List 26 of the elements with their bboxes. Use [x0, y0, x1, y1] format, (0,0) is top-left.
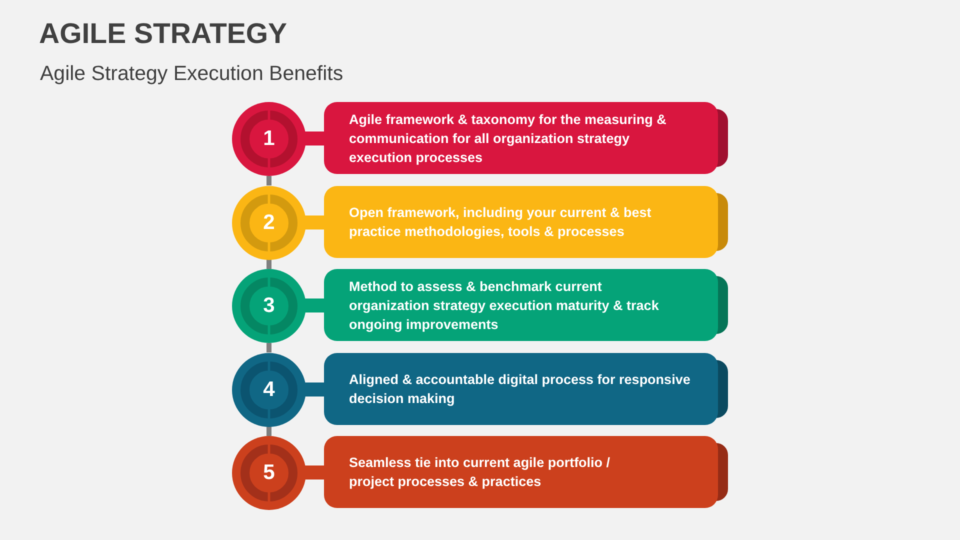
- connector-line: [266, 260, 272, 269]
- step-number: 3: [263, 294, 275, 318]
- number-circle: [232, 352, 306, 426]
- connector-line: [266, 176, 272, 186]
- benefit-text: Method to assess & benchmark current organization strategy execution maturity & track ongoing improvements: [349, 278, 660, 334]
- step-number: 2: [263, 210, 275, 234]
- benefit-text: Agile framework & taxonomy for the measuring & communication for all organization strategy execution processes: [349, 110, 668, 166]
- step-banner: [304, 269, 728, 341]
- number-circle: [232, 186, 306, 260]
- number-circle: [232, 436, 306, 510]
- step-banner: [304, 436, 728, 508]
- benefit-text: Open framework, including your current & best practice methodologies, tools & processes: [349, 204, 652, 240]
- connector-line: [266, 426, 272, 436]
- step-banner: [304, 102, 728, 174]
- title: AGILE STRATEGY: [39, 17, 288, 52]
- number-circle: [232, 269, 306, 343]
- subtitle: Agile Strategy Execution Benefits: [40, 61, 344, 87]
- benefit-text: Aligned & accountable digital process for responsive decision making: [349, 370, 692, 408]
- step-number: 4: [263, 378, 275, 402]
- step-banner: [304, 352, 728, 424]
- step-number: 1: [263, 127, 275, 151]
- step-banner: [304, 186, 728, 258]
- benefit-text: Seamless tie into current agile portfolio / project processes & practices: [349, 454, 612, 491]
- step-number: 5: [263, 461, 275, 485]
- connector-line: [266, 343, 272, 352]
- number-circle: [232, 102, 306, 176]
